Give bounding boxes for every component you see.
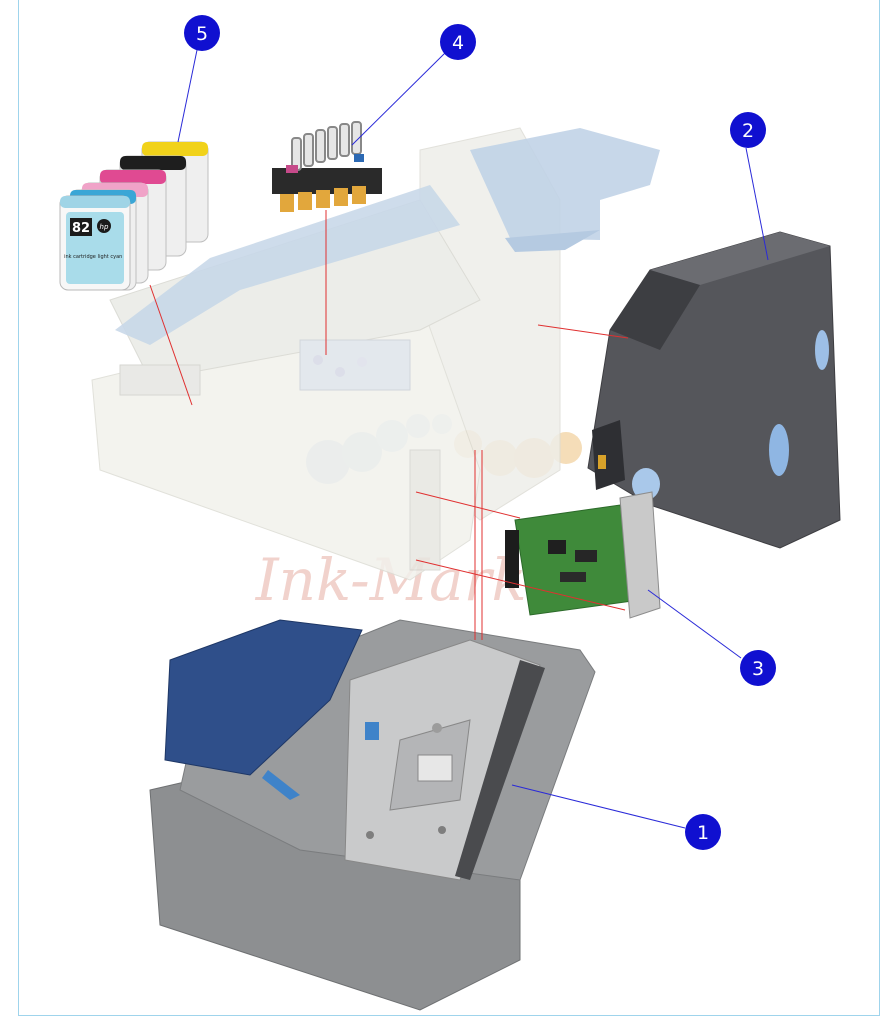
printhead-tab <box>352 186 366 204</box>
base-rail <box>455 660 545 880</box>
rear-cover-grip <box>769 424 789 476</box>
callout-label-4: 4 <box>452 32 464 54</box>
base-hole <box>366 831 374 839</box>
callout-leader-3 <box>647 589 742 659</box>
formatter-card <box>505 491 661 619</box>
formatter-connector <box>505 530 519 588</box>
printhead-handles <box>291 121 362 171</box>
printhead-tab <box>334 188 348 206</box>
formatter-bracket <box>619 491 661 619</box>
page-frame <box>18 0 880 1016</box>
callout-leader-5 <box>177 49 198 143</box>
assembly-line <box>415 491 521 519</box>
base-blue-cover <box>164 619 363 776</box>
callout-leader-2 <box>745 147 769 261</box>
printhead-tab <box>298 192 312 210</box>
base-blue-lever <box>262 770 300 800</box>
rear-cover-top <box>650 232 830 285</box>
cartridge-brand: hp <box>100 223 109 231</box>
assembly-lines <box>149 210 629 640</box>
base-blue-clip <box>365 722 379 740</box>
printer-carriage <box>299 339 411 391</box>
cartridge-light-cyan: 82 hp ink cartridge light cyan <box>59 195 131 291</box>
printhead-tab <box>316 190 330 208</box>
printer-flap-edge <box>505 230 600 252</box>
rear-cover-assembly <box>587 231 841 549</box>
assembly-line <box>415 559 626 611</box>
assembly-line <box>149 284 193 406</box>
base-frame-module <box>417 754 453 782</box>
carriage-detail <box>335 367 345 377</box>
pcb-chip <box>548 540 566 554</box>
rear-cover-connector <box>598 455 606 469</box>
base-hole <box>438 826 446 834</box>
callout-label-5: 5 <box>196 23 208 45</box>
assembly-line <box>537 324 629 339</box>
callout-leaders <box>177 49 769 829</box>
cartridge-number-box <box>70 218 92 236</box>
callout-2: 2 <box>730 112 766 148</box>
printer-top-cover-blue <box>115 185 460 345</box>
cartridge-text-left: ink cartridge <box>64 254 96 260</box>
pcb-chip <box>560 572 586 582</box>
callout-label-1: 1 <box>697 822 709 844</box>
callout-leader-4 <box>351 52 446 146</box>
rear-cover-grip <box>815 330 829 370</box>
base-hole <box>432 723 442 733</box>
cartridge-number: 82 <box>72 221 90 236</box>
carriage-detail <box>357 357 367 367</box>
callout-1: 1 <box>685 814 721 850</box>
callout-label-3: 3 <box>752 658 764 680</box>
cartridge-text-right: light cyan <box>98 254 123 260</box>
base-assembly <box>149 619 596 1011</box>
callout-label-2: 2 <box>742 120 754 142</box>
printer-side-slot <box>409 449 441 571</box>
callout-4: 4 <box>440 24 476 60</box>
hp-logo-icon <box>97 219 111 233</box>
callout-leader-1 <box>511 784 686 829</box>
callout-3: 3 <box>740 650 776 686</box>
ink-cartridge-set: 82 hp ink cartridge light cyan <box>59 141 209 291</box>
printer-cartridge-bay <box>119 364 201 396</box>
callout-5: 5 <box>184 15 220 51</box>
printhead-set <box>272 121 382 212</box>
printhead-color-marker <box>354 154 364 162</box>
carriage-detail <box>313 355 323 365</box>
printer-body <box>91 127 660 581</box>
printhead-color-marker <box>286 165 298 173</box>
pcb-chip <box>575 550 597 562</box>
printer-upper-flap-blue <box>470 128 660 240</box>
rear-cover-latch <box>592 420 625 490</box>
rear-cover-inner <box>610 270 700 350</box>
rear-cover-knob-icon <box>632 468 660 500</box>
printhead-tab <box>280 194 294 212</box>
